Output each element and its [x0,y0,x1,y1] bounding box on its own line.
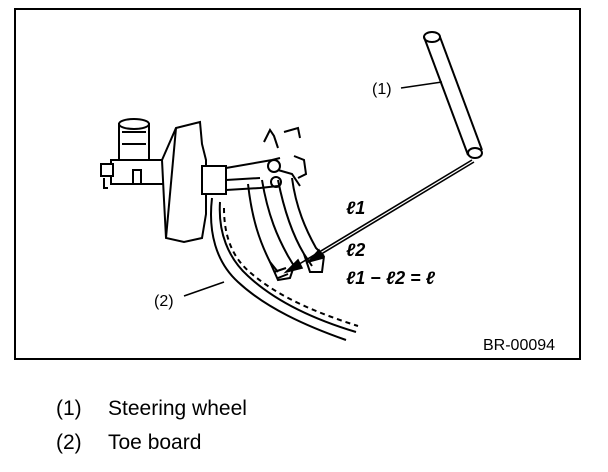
dimension-equation: ℓ1 − ℓ2 = ℓ [346,268,436,288]
legend-item-label: Steering wheel [108,397,247,420]
brake-pedal-diagram: (1) ℓ1 ℓ2 ℓ1 − ℓ2 = ℓ [100,31,555,354]
steering-wheel [423,31,483,159]
second-pedal-arm [277,177,325,273]
pedal-bracket [225,126,308,191]
legend-item: (2) Toe board [56,426,247,460]
legend-item-number: (1) [56,397,82,420]
legend-item-number: (2) [56,431,82,454]
dimension-l1-label: ℓ1 [346,198,365,218]
figure-id: BR-00094 [483,337,555,354]
callout-2-label: (2) [154,293,174,310]
callout-1-label: (1) [372,81,392,98]
callout-2-leader [183,281,225,297]
master-cylinder [100,118,180,189]
measurement-lines [283,159,475,274]
brake-booster [160,120,227,244]
figure-frame: (1) ℓ1 ℓ2 ℓ1 − ℓ2 = ℓ [14,8,581,360]
legend: (1) Steering wheel (2) Toe board [56,392,247,460]
brake-pedal-arm [247,179,295,282]
dimension-l2-label: ℓ2 [346,240,365,260]
toe-board [210,197,359,341]
callout-1-leader [400,81,443,89]
legend-item-label: Toe board [108,431,202,454]
legend-item: (1) Steering wheel [56,392,247,426]
